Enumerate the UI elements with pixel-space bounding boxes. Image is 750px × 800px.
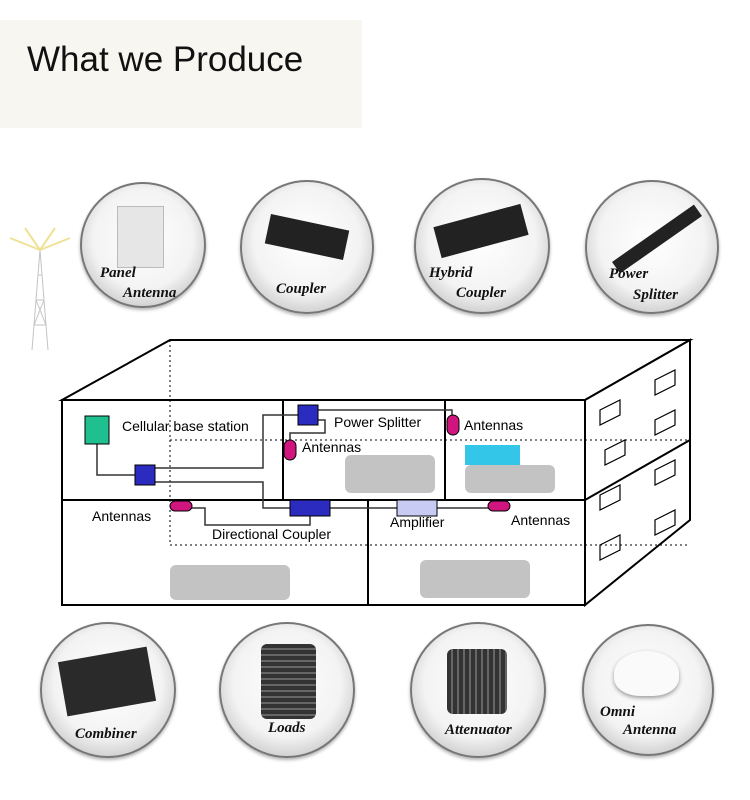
- label-directional-coupler: Directional Coupler: [212, 526, 331, 542]
- cell-tower-icon: [9, 227, 71, 351]
- product-label: Omni: [600, 704, 636, 720]
- product-label: Antenna: [123, 285, 177, 301]
- label-antennas: Antennas: [464, 417, 523, 433]
- omni-antenna-image: [614, 651, 679, 696]
- loads-image: [261, 644, 316, 719]
- coupler-image: [264, 214, 350, 260]
- product-label: Combiner: [75, 726, 137, 742]
- hybrid-coupler-image: [433, 203, 529, 259]
- product-label: Power: [609, 266, 649, 282]
- amplifier-block: [396, 499, 438, 517]
- product-label: Coupler: [276, 281, 327, 297]
- product-label: Panel: [100, 265, 136, 281]
- power-splitter-image: [612, 204, 702, 274]
- attenuator-image: [447, 649, 507, 714]
- label-power-splitter: Power Splitter: [334, 414, 421, 430]
- combiner-image: [57, 646, 157, 717]
- base-station-block: [84, 415, 110, 445]
- product-coupler: [240, 180, 374, 314]
- label-antennas: Antennas: [92, 508, 151, 524]
- label-amplifier: Amplifier: [390, 514, 445, 530]
- page-title: What we Produce: [27, 40, 304, 79]
- product-hybrid-coupler: [414, 178, 550, 314]
- product-power-splitter: [585, 180, 719, 314]
- title-band: [0, 20, 362, 128]
- product-attenuator: [410, 622, 546, 758]
- antenna-nodes: [169, 414, 511, 512]
- product-label: Antenna: [623, 722, 677, 738]
- office-people-icon: [170, 445, 555, 600]
- product-label: Coupler: [456, 285, 507, 301]
- product-combiner: [40, 622, 176, 758]
- product-label: Hybrid: [429, 265, 473, 281]
- label-antennas: Antennas: [302, 439, 361, 455]
- product-label: Attenuator: [445, 722, 512, 738]
- label-base-station: Cellular base station: [122, 418, 249, 434]
- splitter-block: [134, 464, 156, 486]
- product-loads: [219, 622, 355, 758]
- product-omni-antenna: [582, 624, 714, 756]
- panel-antenna-image: [117, 206, 164, 268]
- windows: [599, 369, 676, 561]
- label-antennas: Antennas: [511, 512, 570, 528]
- product-label: Loads: [268, 720, 306, 736]
- directional-coupler-block: [289, 499, 331, 517]
- product-panel-antenna: [80, 182, 206, 308]
- product-label: Splitter: [633, 287, 679, 303]
- power-splitter-block: [297, 404, 319, 426]
